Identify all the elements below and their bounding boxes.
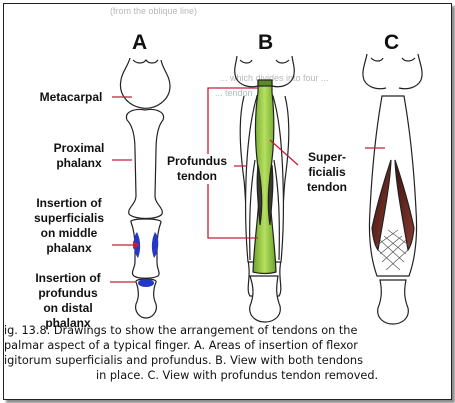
label-line: Proximal (54, 141, 105, 155)
label-profundus-tendon: Profundus tendon (160, 154, 234, 184)
superficialis-tendon-c (369, 96, 416, 276)
label-line: ficialis (308, 165, 345, 179)
proximal-phalanx-bone (126, 109, 163, 218)
label-line: phalanx (56, 156, 101, 170)
label-superficialis-tendon: Super- ficialis tendon (296, 150, 358, 195)
label-line: Insertion of (36, 196, 101, 210)
label-line: tendon (307, 180, 347, 194)
caption-line: in place. C. View with profundus tendon … (4, 368, 452, 383)
label-proximal-phalanx: Proximal phalanx (46, 141, 112, 171)
label-line: Profundus (167, 154, 227, 168)
profundus-insertion (138, 279, 154, 287)
distal-phalanx-c (378, 280, 409, 324)
label-line: phalanx (46, 241, 91, 255)
label-line: profundus (38, 286, 97, 300)
panel-label-b: B (258, 31, 273, 55)
distal-phalanx-b (250, 276, 281, 322)
label-line: Insertion of (35, 271, 100, 285)
label-line: tendon (177, 169, 217, 183)
caption-line: palmar aspect of a typical finger. A. Ar… (4, 338, 452, 353)
panel-c-tendon (363, 54, 422, 324)
figure-caption: ig. 13.8. Drawings to show the arrangeme… (4, 323, 452, 383)
label-superficialis-insertion: Insertion of superficialis on middle pha… (24, 196, 114, 256)
panel-label-c: C (384, 31, 399, 55)
label-metacarpal: Metacarpal (30, 90, 112, 105)
label-line: on distal (43, 301, 92, 315)
panel-label-a: A (132, 31, 147, 55)
caption-line: igitorum superficialis and profundus. B.… (4, 353, 452, 368)
panel-b-tendons (235, 56, 295, 322)
label-line: superficialis (34, 211, 104, 225)
caption-line: ig. 13.8. Drawings to show the arrangeme… (4, 323, 452, 338)
metacarpal-bone (120, 58, 170, 108)
label-line: Super- (308, 150, 346, 164)
label-line: on middle (41, 226, 98, 240)
label-profundus-insertion: Insertion of profundus on distal phalanx (24, 271, 112, 331)
